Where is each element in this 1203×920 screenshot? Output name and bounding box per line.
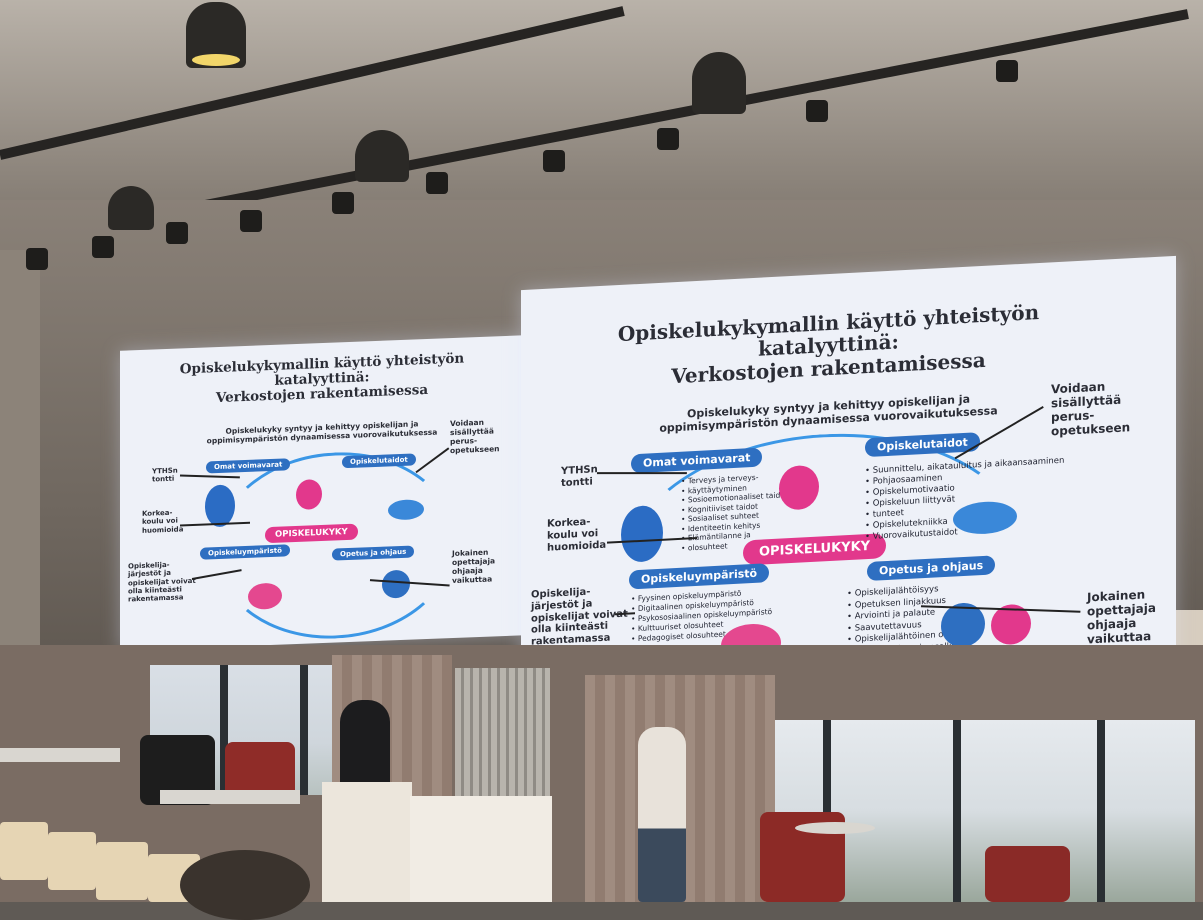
spotlight bbox=[806, 100, 828, 122]
spotlight bbox=[92, 236, 114, 258]
pointer-line bbox=[179, 474, 240, 479]
pendant-lamp bbox=[355, 130, 409, 182]
spotlight bbox=[26, 248, 48, 270]
pendant-lamp bbox=[186, 2, 246, 68]
note-line: tontti bbox=[561, 476, 593, 489]
note-line: huomioida bbox=[142, 524, 184, 535]
window-mullion bbox=[1097, 720, 1105, 902]
red-chair bbox=[985, 846, 1070, 902]
window-mullion bbox=[823, 720, 831, 902]
window-mullion bbox=[220, 665, 228, 795]
note-line: huomioida bbox=[547, 539, 607, 554]
note-line: opetukseen bbox=[1051, 420, 1131, 439]
note-line: opetukseen bbox=[450, 443, 500, 455]
low-table bbox=[160, 790, 300, 804]
note-line: vaikuttaa bbox=[452, 573, 493, 585]
spotlight bbox=[543, 150, 565, 172]
podium bbox=[322, 782, 412, 902]
spotlight bbox=[996, 60, 1018, 82]
note-line: tontti bbox=[152, 474, 175, 484]
pendant-lamp bbox=[108, 186, 154, 230]
note-jokainen: Jokainen opettajaja ohjaaja vaikuttaa bbox=[452, 548, 495, 585]
spotlight bbox=[166, 222, 188, 244]
note-korkeakoulu: Korkea- koulu voi huomioida bbox=[547, 516, 606, 554]
audience-seat bbox=[48, 832, 96, 890]
resources-list: Terveys ja terveys-käyttäytyminenSosioem… bbox=[681, 471, 788, 553]
note-voidaan: Voidaan sisällyttää perus- opetukseen bbox=[1051, 378, 1130, 439]
note-opiskelijajarjestot: Opiskelija- järjestöt ja opiskelijat voi… bbox=[531, 585, 628, 649]
window-mullion bbox=[953, 720, 961, 902]
lectern bbox=[410, 796, 552, 902]
note-yths-tontti: YTHSn tontti bbox=[561, 464, 598, 490]
side-table bbox=[0, 748, 120, 762]
note-voidaan: Voidaan sisällyttää perus- opetukseen bbox=[450, 418, 500, 455]
note-opiskelijajarjestot: Opiskelija- järjestöt ja opiskelijat voi… bbox=[128, 560, 196, 604]
audience-seat bbox=[96, 842, 148, 900]
pointer-line bbox=[415, 447, 450, 474]
round-table bbox=[795, 822, 875, 834]
note-jokainen: Jokainen opettajaja ohjaaja vaikuttaa bbox=[1087, 587, 1156, 647]
note-yths-tontti: YTHSn tontti bbox=[152, 467, 178, 484]
spotlight bbox=[426, 172, 448, 194]
wall-vent bbox=[455, 668, 550, 808]
window-mullion bbox=[300, 665, 308, 795]
note-korkeakoulu: Korkea- koulu voi huomioida bbox=[142, 508, 184, 535]
pointer-line bbox=[596, 472, 687, 475]
note-line: rakentamassa bbox=[128, 593, 184, 604]
right-projection-slide: Opiskelukykymallin käyttö yhteistyön kat… bbox=[521, 255, 1176, 711]
left-projection-slide: Opiskelukykymallin käyttö yhteistyön kat… bbox=[120, 335, 524, 651]
audience-head bbox=[180, 850, 310, 920]
spotlight bbox=[657, 128, 679, 150]
standing-speaker bbox=[638, 727, 686, 902]
spotlight bbox=[240, 210, 262, 232]
audience-seat bbox=[0, 822, 48, 880]
seated-presenter bbox=[340, 700, 390, 795]
slide-title: Opiskelukykymallin käyttö yhteistyön kat… bbox=[120, 349, 524, 410]
pendant-lamp bbox=[692, 52, 746, 114]
wall-pillar bbox=[0, 250, 40, 670]
spotlight bbox=[332, 192, 354, 214]
